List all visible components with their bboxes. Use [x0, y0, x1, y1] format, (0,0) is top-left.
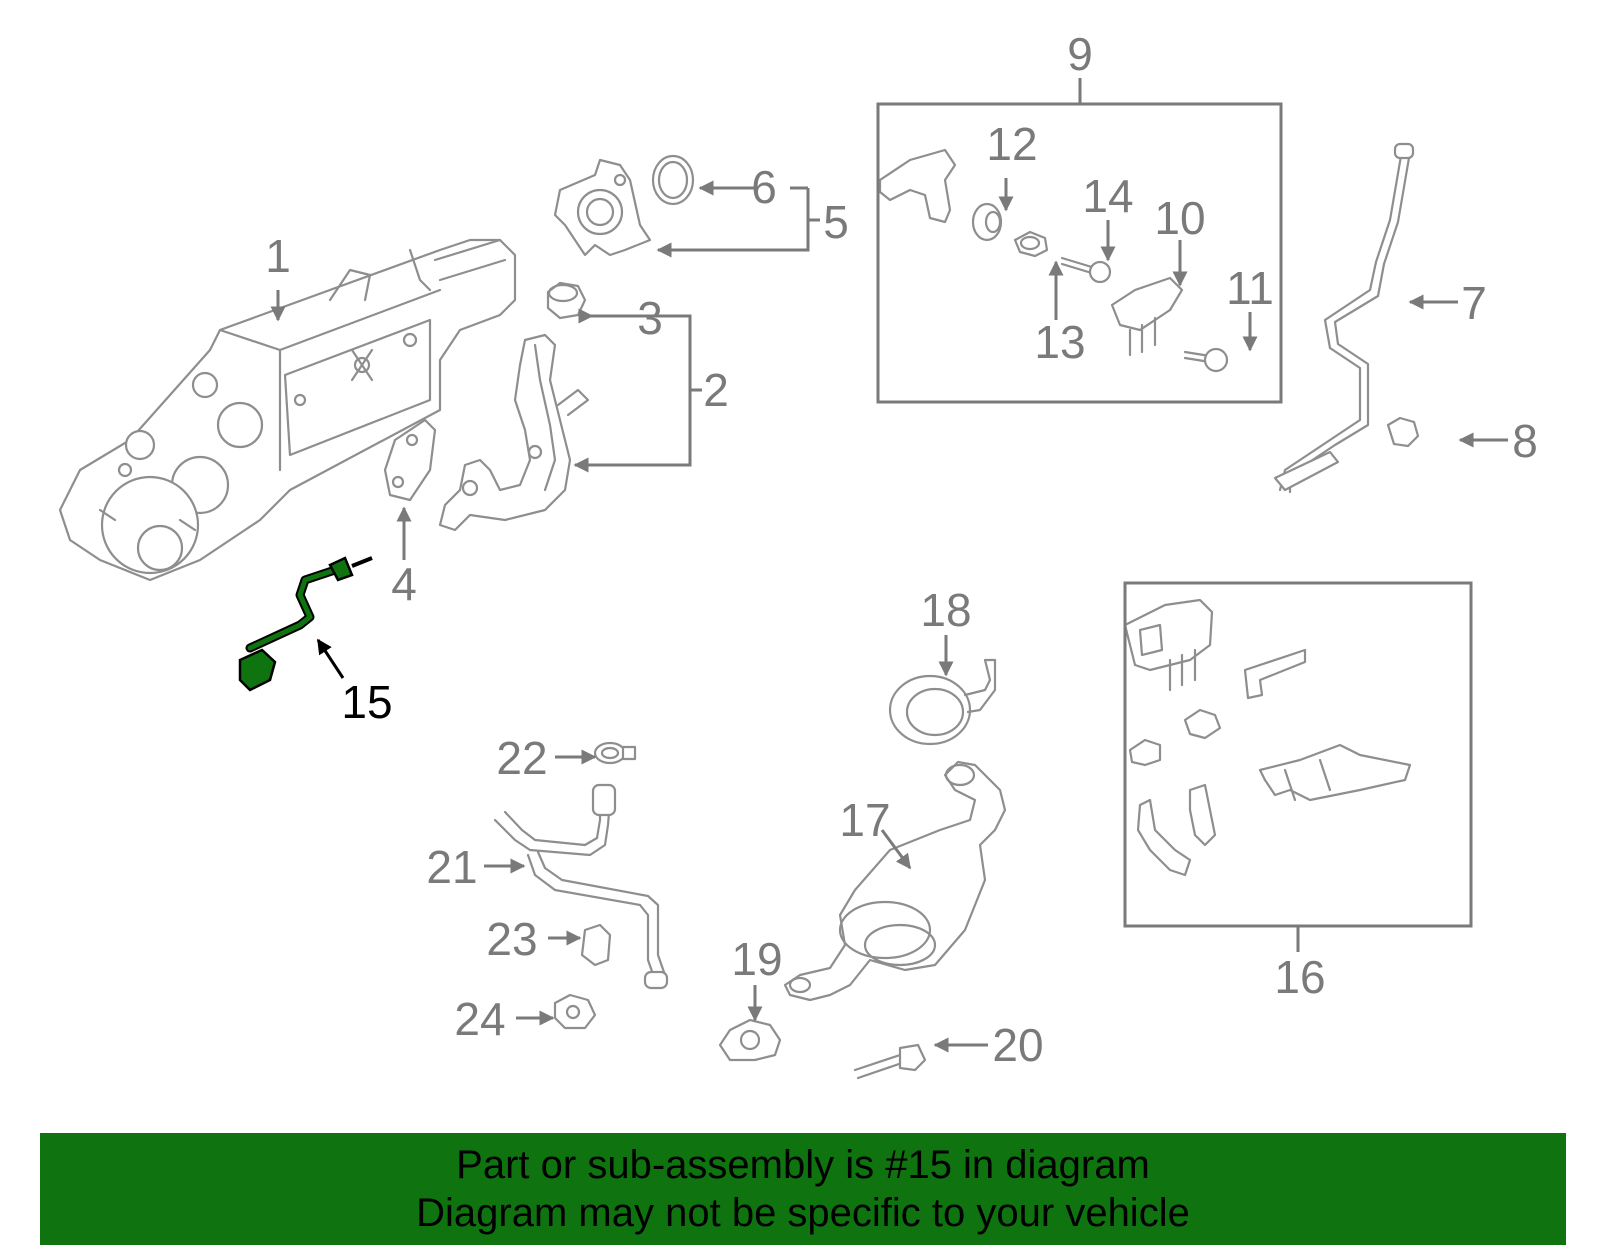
part-18-sensor — [888, 658, 997, 746]
part-3-seal — [546, 281, 587, 320]
callout-12: 12 — [986, 118, 1037, 170]
callout-7: 7 — [1461, 277, 1487, 329]
callout-17: 17 — [839, 794, 890, 846]
callout-2: 2 — [703, 364, 729, 416]
part-1-egr-cooler — [58, 238, 517, 582]
part-21-pipe — [493, 783, 669, 990]
callout-24: 24 — [454, 993, 505, 1045]
callout-23: 23 — [486, 913, 537, 965]
callout-13: 13 — [1034, 316, 1085, 368]
part-7-pipe — [1273, 142, 1415, 494]
part-6-o-ring — [651, 154, 695, 206]
part-8-nut — [1386, 416, 1420, 448]
callout-1: 1 — [265, 230, 291, 282]
part-23-clip — [580, 923, 612, 967]
part-19-gasket — [718, 1018, 782, 1062]
callout-19: 19 — [731, 933, 782, 985]
part-16-box-contents — [1123, 598, 1412, 877]
part-15-sensor-highlighted — [238, 556, 373, 692]
callout-16: 16 — [1274, 951, 1325, 1003]
callout-4: 4 — [391, 558, 417, 610]
callout-6: 6 — [751, 161, 777, 213]
part-2-egr-tube — [438, 333, 590, 532]
part-4-gasket — [383, 418, 437, 502]
part-20-bolt — [853, 1043, 927, 1080]
part-24-nut — [553, 993, 597, 1030]
callout-11: 11 — [1226, 262, 1274, 314]
callout-9: 9 — [1067, 28, 1093, 80]
callout-3: 3 — [637, 292, 663, 344]
part-17-converter — [783, 760, 1007, 1002]
callout-10: 10 — [1154, 192, 1205, 244]
callout-18: 18 — [920, 584, 971, 636]
part-22-clamp — [593, 741, 637, 765]
callout-15: 15 — [341, 676, 392, 728]
callout-8: 8 — [1512, 415, 1538, 467]
callout-22: 22 — [496, 732, 547, 784]
part-9-box-contents — [878, 148, 1229, 373]
callout-14: 14 — [1082, 170, 1133, 222]
footer-part-notice: Part or sub-assembly is #15 in diagram — [456, 1143, 1150, 1187]
part-5-housing — [553, 158, 652, 257]
callout-21: 21 — [426, 841, 477, 893]
footer-banner: Part or sub-assembly is #15 in diagram D… — [40, 1133, 1566, 1245]
callout-5: 5 — [823, 196, 849, 248]
callout-20: 20 — [992, 1019, 1043, 1071]
footer-disclaimer: Diagram may not be specific to your vehi… — [416, 1191, 1190, 1235]
